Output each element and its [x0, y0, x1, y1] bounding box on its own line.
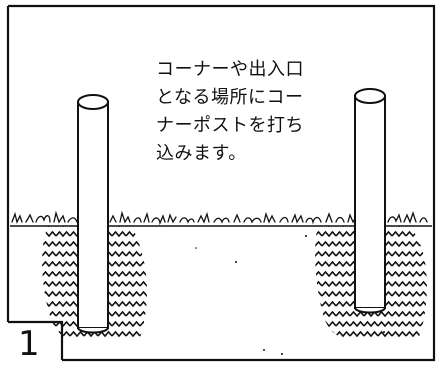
instruction-caption: コーナーや出入口 となる場所にコー ナーポストを打ち 込みます。 — [156, 56, 346, 168]
left-corner-post — [77, 94, 109, 334]
caption-line-4: 込みます。 — [156, 143, 247, 164]
panel-border — [8, 4, 436, 362]
soil-specks — [195, 235, 385, 355]
right-corner-post — [354, 88, 386, 314]
caption-line-1: コーナーや出入口 — [156, 59, 304, 80]
caption-line-2: となる場所にコー — [156, 87, 304, 108]
step-number: 1 — [18, 324, 40, 364]
caption-line-3: ナーポストを打ち — [156, 115, 304, 136]
